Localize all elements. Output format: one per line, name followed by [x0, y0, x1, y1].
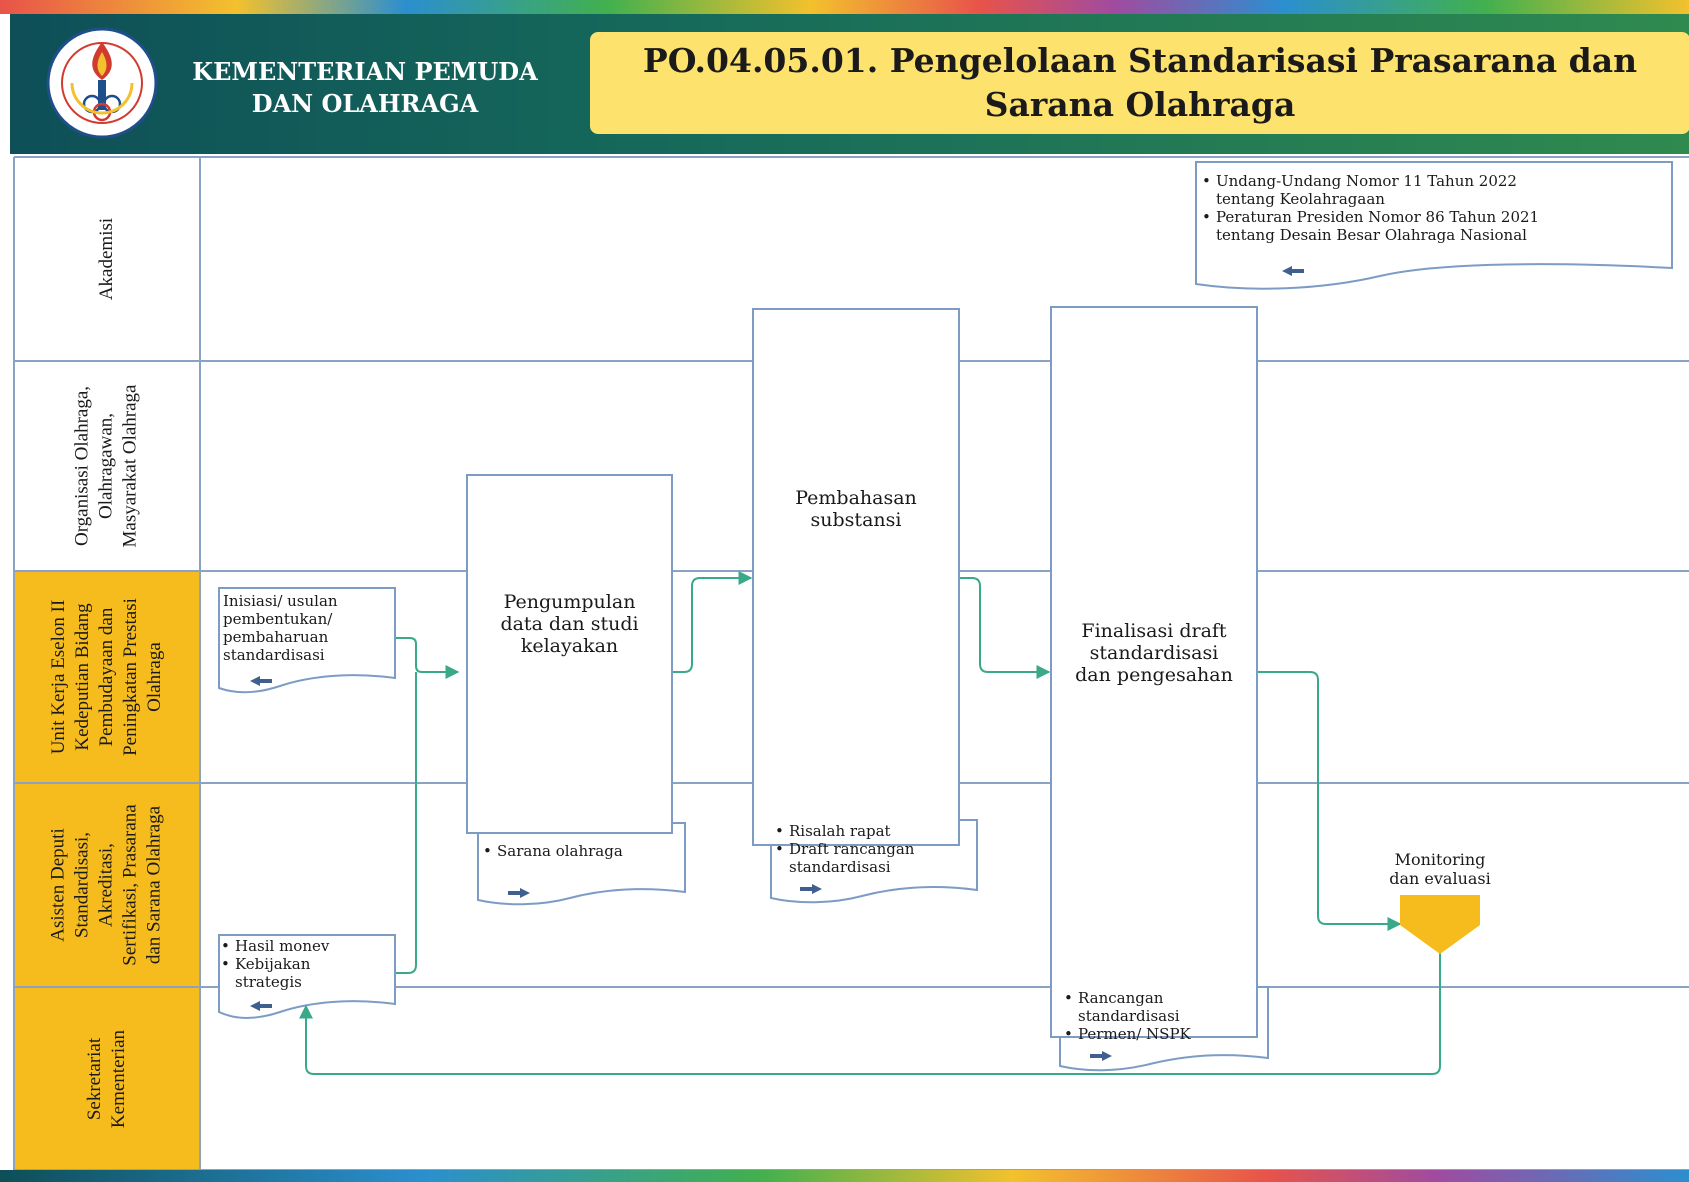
- doc-monev: Hasil monev Kebijakan strategis: [219, 937, 393, 991]
- connector-finalisasi-to-monitoring: [1256, 671, 1402, 931]
- connector-pembahasan-to-finalisasi: [959, 577, 1051, 679]
- process-pembahasan-substansi: Pembahasan substansi: [752, 308, 960, 846]
- lane-label-bg-sekretariat: [14, 987, 200, 1170]
- connector-monev-to-pengumpulan: [396, 672, 417, 974]
- lane-label-unit-kerja: Unit Kerja Eselon II Kedeputian Bidang P…: [48, 598, 165, 756]
- doc-monev-item: Kebijakan strategis: [219, 955, 393, 991]
- title-box: PO.04.05.01. Pengelolaan Standarisasi Pr…: [590, 32, 1689, 134]
- doc-risalah-item: Risalah rapat: [773, 822, 973, 840]
- flow-connectors: [299, 571, 1441, 1075]
- doc-rancangan: Rancangan standardisasi Permen/ NSPK: [1062, 989, 1266, 1043]
- header-banner: KEMENTERIAN PEMUDA DAN OLAHRAGA PO.04.05…: [10, 14, 1689, 154]
- lane-label-akademisi: Akademisi: [95, 217, 117, 301]
- lane-label-asisten-deputi: Asisten Deputi Standardisasi, Akreditasi…: [47, 804, 165, 966]
- doc-regulasi-item: Peraturan Presiden Nomor 86 Tahun 2021 t…: [1200, 208, 1670, 244]
- doc-risalah-item: Draft rancangan standardisasi: [773, 840, 973, 876]
- process-finalisasi-draft: Finalisasi draft standardisasi dan penge…: [1050, 306, 1258, 1038]
- lane-label-bg-akademisi: [14, 157, 200, 361]
- doc-risalah: Risalah rapat Draft rancangan standardis…: [773, 822, 973, 876]
- ministry-name: KEMENTERIAN PEMUDA DAN OLAHRAGA: [192, 57, 538, 118]
- monitoring-connector-shape: [1400, 895, 1480, 954]
- doc-monev-item: Hasil monev: [219, 937, 393, 955]
- page-title: PO.04.05.01. Pengelolaan Standarisasi Pr…: [642, 41, 1638, 124]
- lane-label-bg-unit-kerja: [14, 571, 200, 783]
- lane-label-sekretariat: Sekretariat Kementerian: [84, 1029, 129, 1128]
- connector-monitoring-to-monev: [299, 952, 1441, 1075]
- process-pengumpulan-data: Pengumpulan data dan studi kelayakan: [466, 474, 673, 834]
- doc-regulasi-item: Undang-Undang Nomor 11 Tahun 2022 tentan…: [1200, 172, 1670, 208]
- doc-shape-inisiasi: [218, 587, 396, 694]
- doc-inisiasi: Inisiasi/ usulan pembentukan/ pembaharua…: [223, 592, 338, 664]
- doc-sarana-item: Sarana olahraga: [481, 842, 681, 860]
- doc-rancangan-item: Permen/ NSPK: [1062, 1025, 1266, 1043]
- connector-pengumpulan-to-pembahasan: [672, 571, 753, 673]
- monitoring-label: Monitoring dan evaluasi: [1389, 850, 1491, 888]
- connector-inisiasi-to-pengumpulan: [396, 637, 460, 679]
- lane-label-bg-organisasi: [14, 361, 200, 571]
- ministry-logo: [46, 27, 158, 139]
- lane-label-bg-asisten-deputi: [14, 783, 200, 987]
- lane-label-organisasi: Organisasi Olahraga, Olahragawan, Masyar…: [71, 384, 141, 548]
- doc-regulasi: Undang-Undang Nomor 11 Tahun 2022 tentan…: [1200, 172, 1670, 244]
- doc-sarana: Sarana olahraga: [481, 842, 681, 860]
- bottom-color-strip: [0, 1170, 1689, 1182]
- doc-arrow-glyphs: [250, 266, 1304, 1061]
- doc-rancangan-item: Rancangan standardisasi: [1062, 989, 1266, 1025]
- top-color-strip: [0, 0, 1689, 14]
